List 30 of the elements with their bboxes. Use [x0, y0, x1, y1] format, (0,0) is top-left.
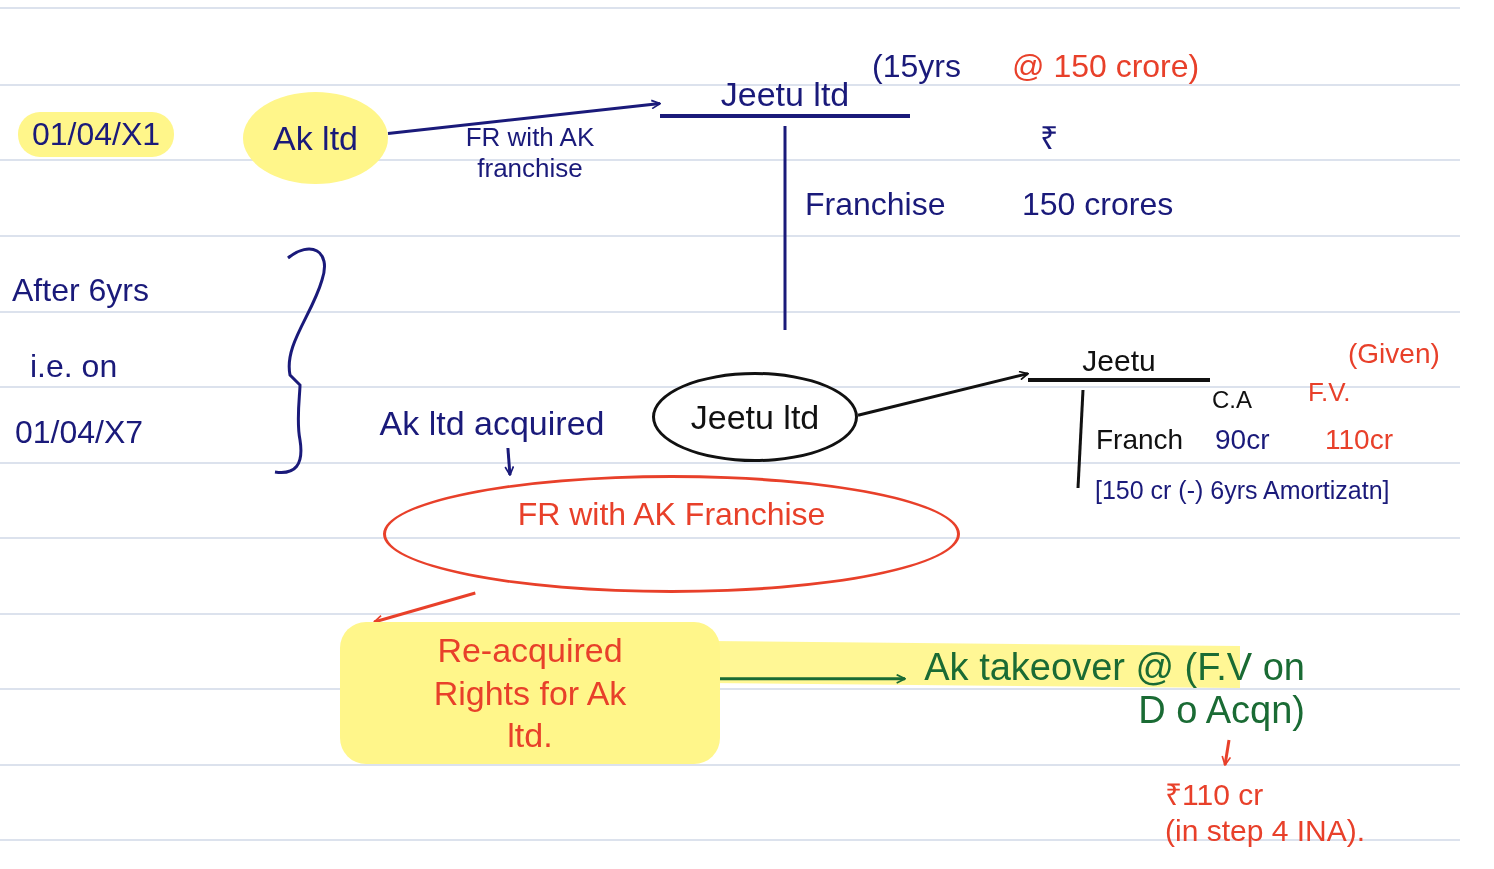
- amount-text: 110cr: [1325, 424, 1393, 457]
- note-text: After 6yrs: [12, 272, 149, 309]
- franchise-ellipse: FR with AK Franchise: [383, 475, 960, 593]
- arrow: [373, 591, 476, 625]
- account-entry: Franch: [1096, 424, 1184, 457]
- column-heading: F.V.: [1308, 378, 1351, 408]
- arrow: [720, 673, 906, 684]
- statement-text: Ak ltd acquired: [333, 398, 651, 448]
- amount-text: 150 crores: [1022, 186, 1174, 223]
- amount-text: 90cr: [1215, 424, 1270, 457]
- arrow: [857, 370, 1029, 417]
- account-entry: Franchise: [805, 186, 946, 223]
- note-text: (Given): [1348, 338, 1440, 371]
- arrow: [1221, 739, 1232, 766]
- note-text: i.e. on: [30, 348, 118, 385]
- takeover-note: Ak takeover @ (F.V on D o Acqn): [905, 638, 1305, 740]
- edge-label: FR with AK franchise: [464, 122, 596, 185]
- date-text: 01/04/X7: [15, 414, 144, 451]
- value-note: ₹110 cr (in step 4 INA).: [1165, 765, 1465, 855]
- date-text: 01/04/X1: [18, 112, 175, 157]
- highlighted-note: Re-acquired Rights for Ak ltd.: [340, 622, 720, 764]
- account-heading: Jeetu: [1028, 340, 1210, 382]
- column-heading: C.A: [1212, 386, 1252, 414]
- note-text: @ 150 crore): [1012, 48, 1200, 85]
- arrow: [387, 99, 661, 135]
- currency-symbol: ₹: [1040, 120, 1058, 157]
- circled-company: Jeetu ltd: [652, 372, 858, 462]
- arrow: [504, 447, 515, 476]
- note-text: [150 cr (-) 6yrs Amortizatn]: [1095, 476, 1390, 505]
- highlighted-company: Ak ltd: [243, 92, 388, 184]
